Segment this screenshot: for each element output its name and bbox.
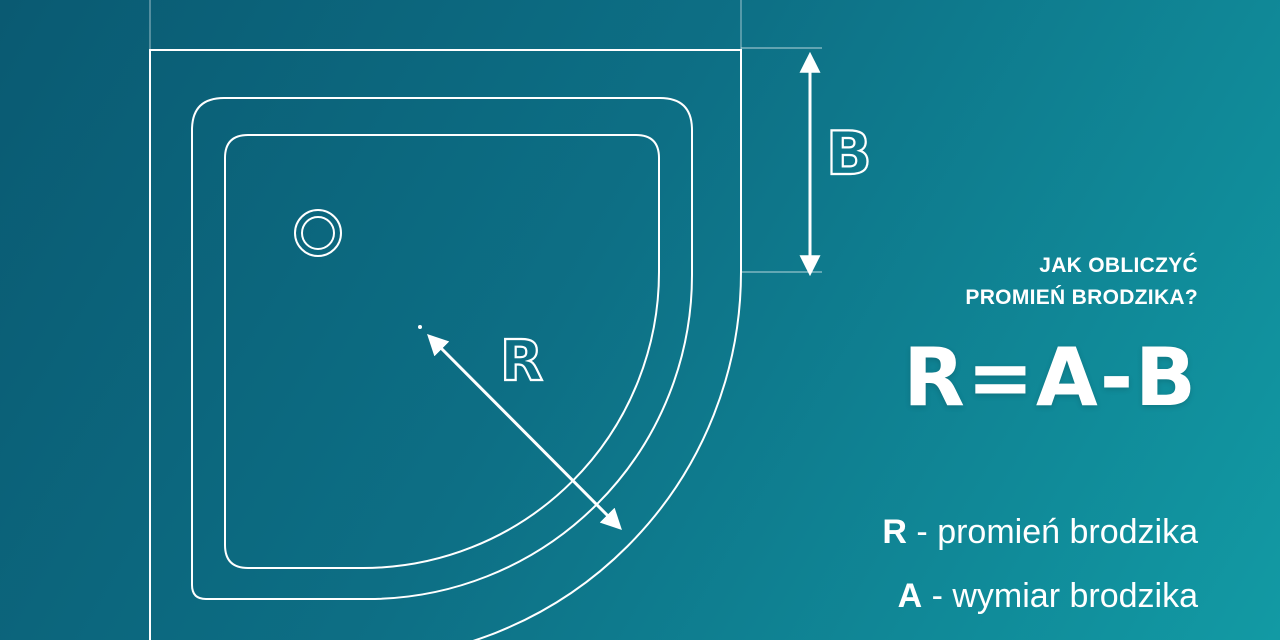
legend: R - promień brodzika A - wymiar brodzika (882, 500, 1198, 628)
legend-text: promień brodzika (937, 513, 1198, 551)
r-dimension-arrow (427, 334, 622, 530)
formula: R=A-B (903, 331, 1198, 424)
legend-item-r: R - promień brodzika (882, 500, 1198, 564)
tray-rim-outline (191, 97, 693, 600)
question-heading: JAK OBLICZYĆ PROMIEŃ BRODZIKA? (965, 250, 1198, 314)
legend-item-a: A - wymiar brodzika (882, 564, 1198, 628)
legend-symbol: R (882, 513, 907, 551)
legend-text: wymiar brodzika (952, 577, 1198, 615)
radius-center-dot (418, 325, 422, 329)
b-dimension-label: B (826, 119, 872, 189)
legend-separator: - (922, 577, 953, 615)
drain-outer-ring (294, 209, 342, 257)
legend-symbol: A (897, 577, 923, 615)
r-dimension-label: R (500, 329, 543, 394)
question-line-2: PROMIEŃ BRODZIKA? (965, 286, 1198, 309)
question-line-1: JAK OBLICZYĆ (1039, 254, 1198, 277)
drain-inner-ring (301, 216, 335, 250)
tray-basin-outline (224, 134, 660, 569)
legend-separator: - (906, 513, 938, 551)
tray-outer-outline (149, 49, 742, 640)
